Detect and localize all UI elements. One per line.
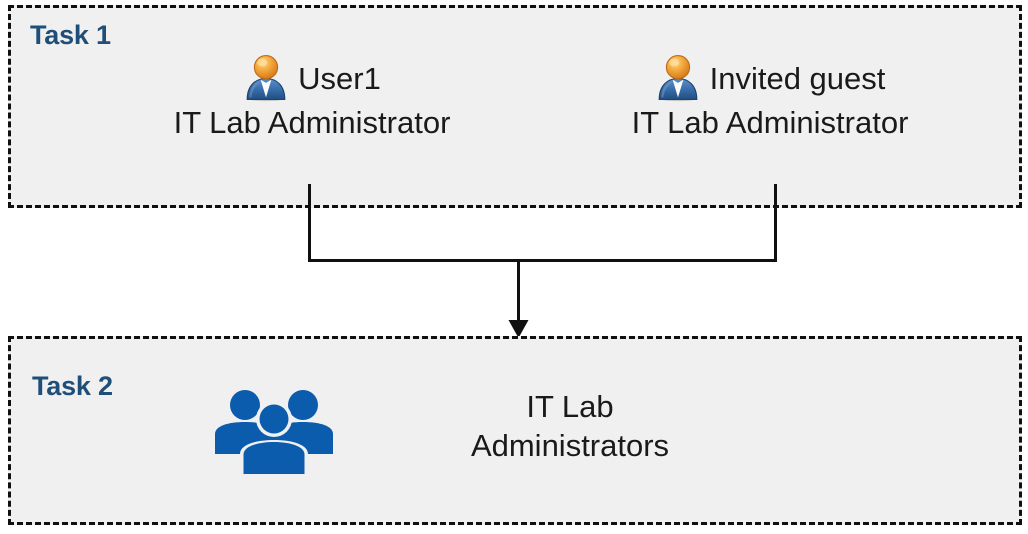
member-name-row: User1 <box>137 52 487 104</box>
member-name: Invited guest <box>709 60 886 96</box>
group-name-line-1: IT Lab <box>526 389 614 424</box>
task-1-member-user1: User1 IT Lab Administrator <box>137 52 487 140</box>
member-name-row: Invited guest <box>592 52 948 104</box>
task-1-label: Task 1 <box>30 20 111 50</box>
member-role: IT Lab Administrator <box>631 105 909 140</box>
task-2-group-label: IT Lab Administrators <box>380 388 760 466</box>
user-icon <box>243 54 289 102</box>
task-2-container <box>8 336 1022 525</box>
member-name: User1 <box>298 60 381 96</box>
group-name-line-2: Administrators <box>470 427 670 463</box>
task-2-label: Task 2 <box>32 371 113 401</box>
user-group-icon <box>212 386 336 478</box>
member-role: IT Lab Administrator <box>173 105 451 140</box>
task-1-member-invited-guest: Invited guest IT Lab Administrator <box>592 52 948 140</box>
user-icon <box>655 54 701 102</box>
task-1-container <box>8 5 1022 208</box>
